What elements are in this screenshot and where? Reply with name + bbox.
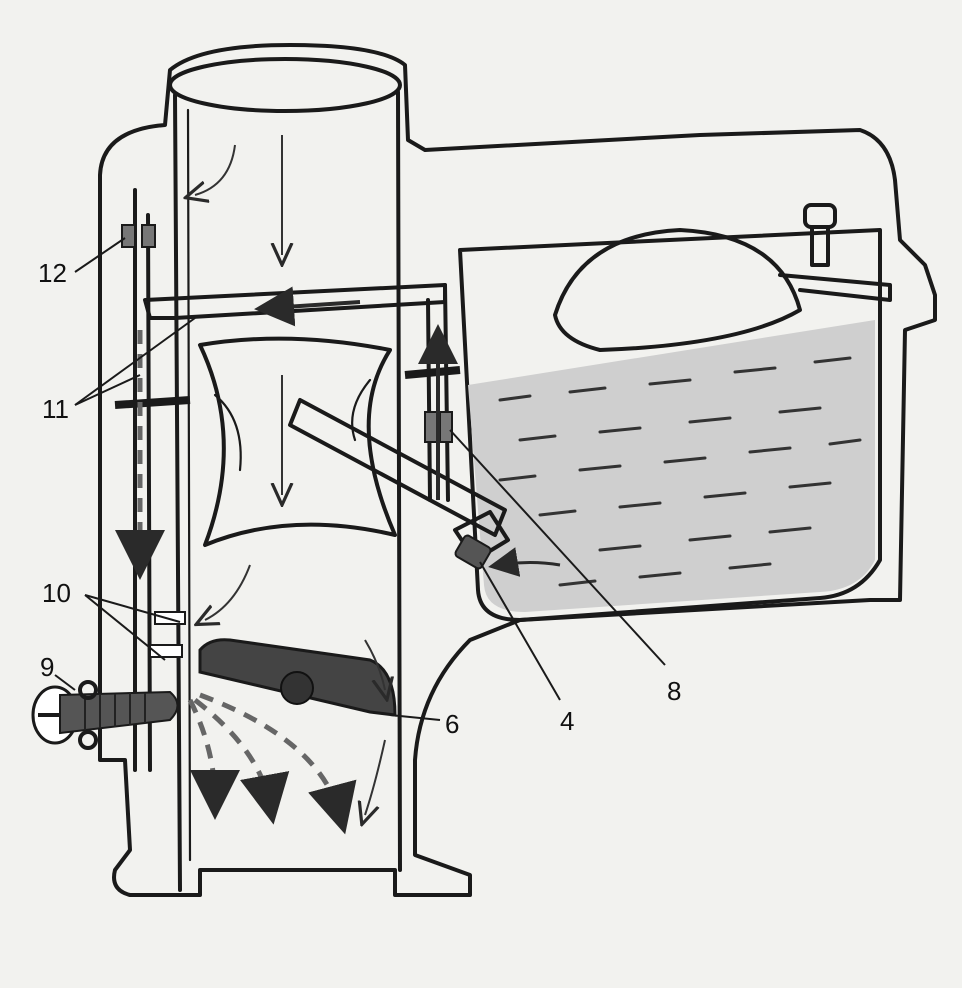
- airflow-arrow-inlet: [195, 144, 236, 195]
- airflow-arrow-venturi: [205, 564, 251, 620]
- callout-11: 11: [42, 394, 69, 424]
- callout-8: 8: [667, 676, 681, 706]
- idle-mixture-screw: [31, 680, 179, 750]
- mixture-flow-out-2: [193, 698, 290, 825]
- callout-6: 6: [445, 709, 459, 739]
- leader-lines: [54, 237, 666, 721]
- air-inlet-tube: [168, 57, 402, 892]
- throttle-valve: [198, 638, 397, 717]
- fuel-flow-arrows: [115, 286, 561, 835]
- mixture-flow-out-3: [199, 692, 357, 835]
- fuel-flow-horizontal: [254, 286, 361, 327]
- idle-air-jet-left: [121, 224, 136, 248]
- float: [553, 228, 802, 352]
- idle-air-jet-right: [141, 224, 156, 248]
- airflow-arrow-right-lower: [365, 739, 386, 815]
- mixture-flow-out-1: [187, 698, 240, 820]
- callout-4: 4: [560, 706, 574, 736]
- needle-valve: [803, 203, 837, 229]
- carburetor-body: [98, 43, 937, 897]
- emulsion-jet-left: [424, 411, 438, 443]
- venturi: [198, 336, 397, 547]
- throttle-shaft: [280, 671, 314, 705]
- gasket-band: [114, 366, 461, 409]
- main-jet: [454, 534, 492, 570]
- float-chamber: [458, 203, 892, 622]
- airflow-arrow-right-upper: [364, 639, 385, 690]
- callout-10: 10: [42, 578, 71, 608]
- main-jet-tube: [288, 398, 510, 570]
- emulsion-jet-right: [439, 411, 453, 443]
- callout-9: 9: [40, 652, 54, 682]
- air-flow-arrows: [195, 135, 385, 815]
- callout-12: 12: [38, 258, 67, 288]
- fuel-flow-from-chamber: [488, 547, 561, 577]
- idle-port-upper: [154, 611, 186, 625]
